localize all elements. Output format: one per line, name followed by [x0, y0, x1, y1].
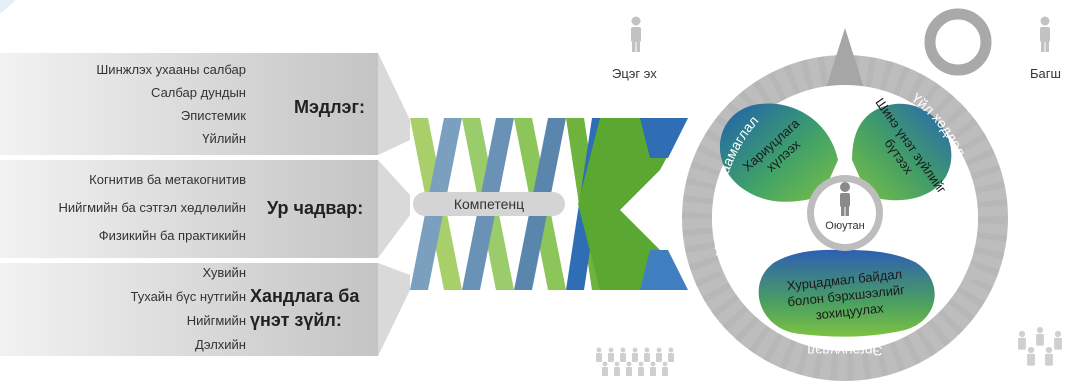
- teacher-icon: [1040, 16, 1050, 52]
- attitudes-heading-line2: үнэт зүйл:: [250, 310, 342, 330]
- petal-top-left: [719, 103, 838, 202]
- funnel-1: [378, 53, 410, 155]
- ring-label-bottom: Эргэцүүлэл: [807, 343, 882, 359]
- corner-decoration: [0, 0, 16, 14]
- weave-bracket-bottom: [640, 250, 688, 290]
- knowledge-item: Эпистемик: [180, 108, 246, 123]
- skills-item: Нийгмийн ба сэтгэл хөдлөлийн: [58, 200, 246, 215]
- knowledge-heading: Мэдлэг:: [294, 97, 365, 117]
- teacher-label: Багш: [1030, 66, 1061, 81]
- student-icon: [840, 182, 850, 216]
- community-icon: [1018, 326, 1062, 366]
- center-disc: [814, 182, 876, 244]
- knowledge-item: Шинжлэх ухааны салбар: [96, 62, 246, 77]
- attitudes-item: Хувийн: [202, 265, 247, 280]
- ring-arrow: [958, 262, 986, 282]
- band-skills: [0, 160, 378, 258]
- left-bands: [0, 53, 410, 356]
- competency-pill: [413, 192, 565, 216]
- center-label: Оюутан: [825, 220, 864, 232]
- skills-item: Когнитив ба метакогнитив: [89, 172, 246, 187]
- competency-label: Компетенц: [453, 196, 525, 212]
- weave-bracket: [578, 118, 688, 290]
- parents-icon: [631, 16, 641, 52]
- band-attitudes: [0, 263, 378, 356]
- petal-bottom: [758, 249, 935, 337]
- compass: Урьдчилан таамаглал Үйл хөдлөл Эргэцүүлэ…: [682, 8, 1008, 381]
- petal-top-right: [852, 103, 952, 201]
- compass-needle: [826, 28, 864, 88]
- attitudes-item: Дэлхийн: [195, 337, 246, 352]
- compass-ring-texture: [682, 55, 1008, 381]
- parents-label: Эцэг эх: [612, 66, 657, 81]
- attitudes-item: Нийгмийн: [186, 313, 246, 328]
- peers-icon: [596, 347, 674, 376]
- knowledge-item: Үйлийн: [202, 131, 246, 146]
- skills-item: Физикийн ба практикийн: [98, 228, 246, 243]
- attitudes-item: Тухайн бүс нутгийн: [130, 289, 246, 304]
- compass-handle: [924, 8, 992, 76]
- knowledge-item: Салбар дундын: [151, 85, 246, 100]
- skills-heading: Ур чадвар:: [267, 198, 364, 218]
- funnel-3: [378, 263, 410, 356]
- band-knowledge: [0, 53, 378, 155]
- funnel-2: [378, 160, 410, 258]
- weave-bracket-top: [640, 118, 688, 158]
- attitudes-heading-line1: Хандлага ба: [250, 286, 360, 306]
